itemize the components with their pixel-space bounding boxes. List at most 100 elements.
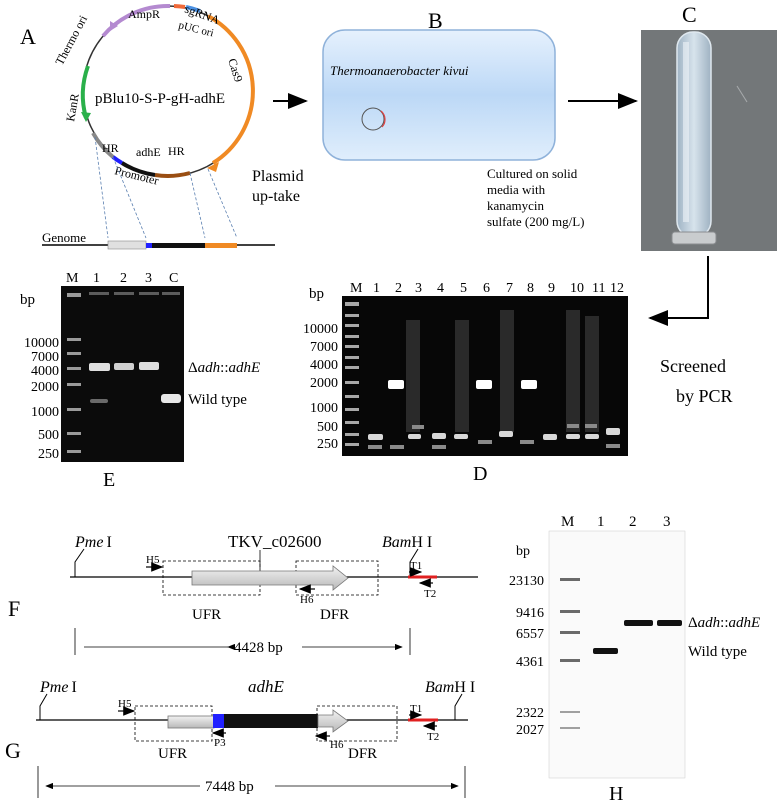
blot-h-ladder-9416: 9416 [516,606,544,621]
gel-e-band-lane1 [89,363,110,371]
gel-d-lane-5: 5 [460,281,467,296]
gel-e-ladder-1000: 1000 [31,405,59,420]
genome-track: Genome [42,230,275,250]
blot-h-background [548,530,686,779]
cell-plasmid-icon [361,107,385,131]
genome-promoter [146,243,152,248]
panel-label-h: H [609,783,623,805]
blot-h-ladder-4361: 4361 [516,655,544,670]
map-f-t1-label: T1 [410,560,422,572]
uptake-line1: Plasmid [252,168,304,185]
gel-e-ladder-4000: 4000 [31,364,59,379]
gel-e-band-control [161,394,181,403]
map-f-pme-site [74,548,85,577]
map-g-gene-grey-right [317,709,349,733]
panel-label-e: E [103,469,115,491]
panel-label-f: F [8,596,20,621]
blot-h-band-lane2 [624,620,653,626]
organism-name: Thermoanaerobacter kivui [330,63,469,78]
gel-d-background [342,296,628,456]
gel-e-lane-c: C [169,271,178,286]
plasmid-name: pBlu10-S-P-gH-adhE [95,91,225,107]
map-f-t2-label: T2 [424,588,436,600]
sgrna-arc [173,4,186,9]
culture-line1: Cultured on solid [487,166,578,181]
map-g-bam-site [454,693,463,720]
cas9-arrowhead [207,162,219,172]
map-f-ufr-label: UFR [192,607,221,623]
gel-d-ladder-250: 250 [317,437,338,452]
panel-label-c: C [682,2,697,27]
gel-d-ladder-10000: 10000 [303,322,338,337]
promoter-arc [111,155,124,165]
gel-e-lane-1: 1 [93,271,100,286]
gel-d-ladder-labels: 10000 7000 4000 2000 1000 500 250 [303,322,338,452]
blot-h-bp-label: bp [516,544,530,559]
blot-h-band-lane1 [593,648,618,654]
map-g-t2-label: T2 [427,731,439,743]
cell-plasmid-insert [380,110,386,128]
map-g-p3-label: P3 [214,737,226,749]
gel-d-image [342,296,628,456]
blot-h-ladder-2027: 2027 [516,723,544,738]
gel-e-ladder-labels: 10000 7000 4000 2000 1000 500 250 [24,336,59,462]
panel-label-a: A [20,24,36,49]
culture-line4: sulfate (200 mg/L) [487,214,584,229]
map-f-bam-label: BamH I [382,534,432,551]
blot-h-lane-2: 2 [629,514,637,530]
cas9-arc [207,14,255,165]
gel-e-background [61,286,184,462]
kanr-label: KanR [63,93,82,123]
gel-d-lane-11: 11 [592,281,605,296]
arrow-c-to-d [648,256,709,326]
gel-e-wildtype-label: Wild type [188,392,247,408]
puc-ori-arc [185,5,201,13]
promoter-label: Promoter [113,163,160,187]
thermo-ori-arc [101,3,171,38]
gel-e-ladder-250: 250 [38,447,59,462]
gel-d-lane-7: 7 [506,281,513,296]
tube-body [676,31,712,238]
gel-e-ladder-7000: 7000 [31,350,59,365]
bacterial-cell [322,29,556,161]
screen-line2: by PCR [676,386,733,406]
gel-e-ladder-500: 500 [38,428,59,443]
genome-label: Genome [42,230,86,245]
gel-d-ladder-7000: 7000 [310,340,338,355]
culture-tube-photo [641,30,777,251]
cas9-label: Cas9 [225,57,246,84]
gel-e-wells [89,292,180,295]
gel-e-lane-3: 3 [145,271,152,286]
adhe-arc [120,161,156,177]
blot-h-lane-m: M [561,514,574,530]
crossover-lines [94,136,238,239]
map-f-h5-label: H5 [146,554,160,566]
gel-e-ladder-10000: 10000 [24,336,59,351]
map-g-gene-name: adhE [248,677,285,696]
gel-d-bright-bands [388,380,537,389]
kanr-arrowhead [81,112,91,122]
blot-h-ladder-23130: 23130 [509,574,544,589]
map-g-t1-label: T1 [410,703,422,715]
adhe-label: adhE [136,145,161,159]
panel-label-d: D [473,463,487,485]
gel-d-lane-9: 9 [548,281,555,296]
ampr-label: AmpR [128,7,160,21]
screen-line1: Screened [660,356,726,376]
gel-e-lane-2: 2 [120,271,127,286]
map-g-h5-label: H5 [118,698,132,710]
blot-h-band-lane3 [657,620,682,626]
gel-e-bp-label: bp [20,292,35,308]
gel-e-lane-m: M [66,271,79,286]
gel-d-lane-8: 8 [527,281,534,296]
map-f-gene-arrow [191,565,349,591]
gel-d-lane-m: M [350,281,363,296]
map-g-promoter [213,714,224,728]
kanr-arc [80,65,90,119]
gel-d-lane-1: 1 [373,281,380,296]
